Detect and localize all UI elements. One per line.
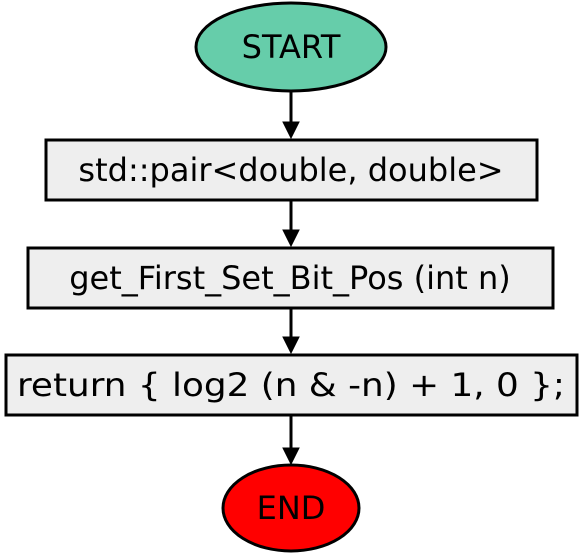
start-label: START [242,28,341,66]
process-label: get_First_Set_Bit_Pos (int n) [69,259,511,297]
start-node: START [194,1,388,93]
process-node-function: get_First_Set_Bit_Pos (int n) [26,246,555,310]
process-node-return: return { log2 (n & -n) + 1, 0 }; [4,353,579,417]
arrowhead [282,336,300,355]
edge-step2-to-step3 [282,308,300,355]
end-ellipse [221,463,361,553]
edge-step3-to-end [282,415,300,466]
arrowhead [282,447,300,466]
end-label: END [257,489,326,527]
arrowhead [282,229,300,248]
process-box [4,353,579,417]
process-label: return { log2 (n & -n) + 1, 0 }; [17,366,565,404]
end-node: END [221,463,361,553]
process-label: std::pair<double, double> [78,151,503,189]
arrowhead [282,121,300,140]
process-node-declaration: std::pair<double, double> [44,138,539,202]
edge-step1-to-step2 [282,200,300,248]
process-box [44,138,539,202]
edge-start-to-step1 [282,91,300,140]
